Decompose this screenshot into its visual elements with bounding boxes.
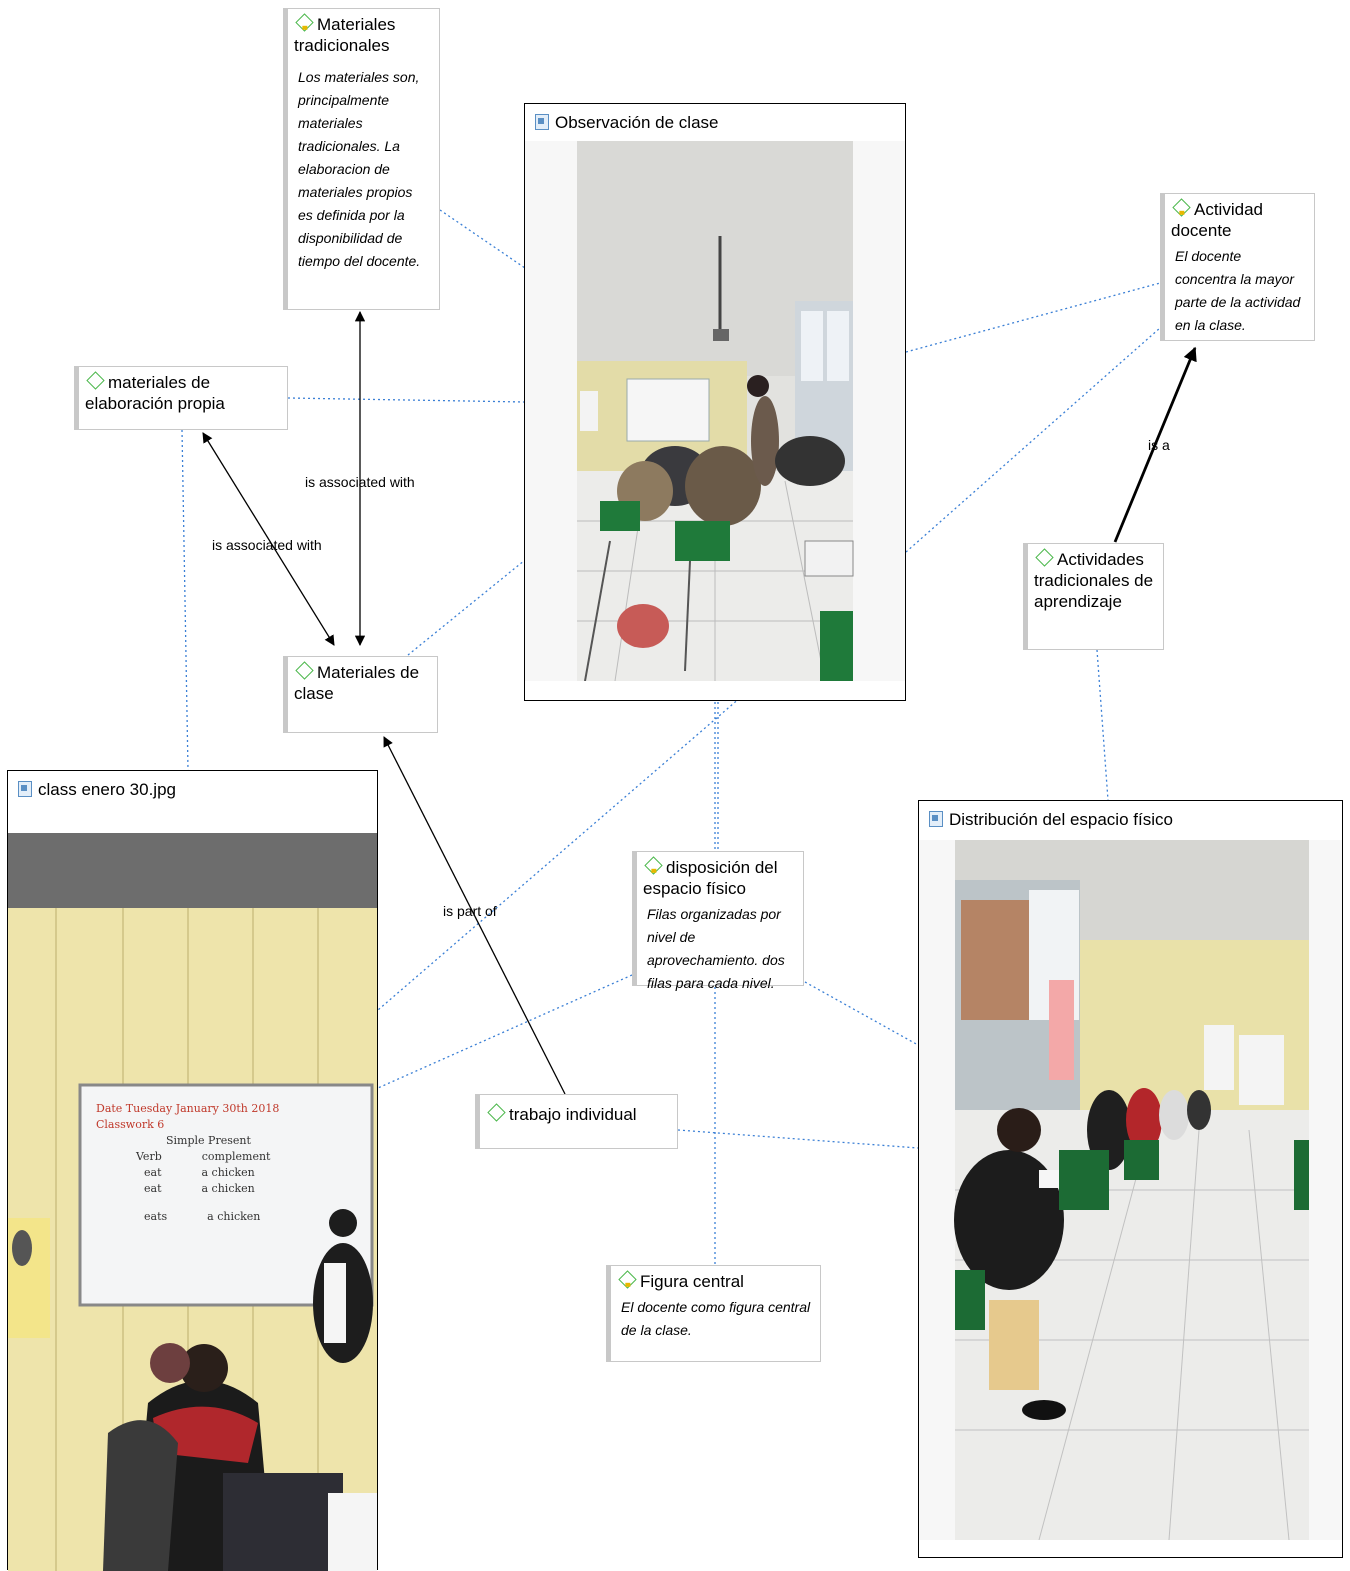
- code-materiales-de-clase[interactable]: Materiales de clase: [283, 656, 438, 733]
- code-with-memo-icon: [644, 856, 663, 875]
- arrow-trabajo-clase: [383, 736, 566, 1095]
- whiteboard-heading: Simple Present: [166, 1134, 251, 1147]
- code-memo: El docente concentra la mayor parte de l…: [1175, 248, 1301, 333]
- link-disp-class: [377, 974, 633, 1089]
- code-icon: [86, 371, 105, 390]
- code-actividad-docente[interactable]: Actividad docente El docente concentra l…: [1160, 193, 1315, 341]
- whiteboard-photo: Date Tuesday January 30th 2018 Classwork…: [8, 833, 377, 1571]
- classroom-rows-photo: [919, 840, 1342, 1540]
- code-materiales-elaboracion-propia[interactable]: materiales de elaboración propia: [74, 366, 288, 430]
- relation-label-is-a: is a: [1148, 437, 1170, 453]
- code-actividades-tradicionales[interactable]: Actividades tradicionales de aprendizaje: [1023, 543, 1164, 650]
- code-icon: [1035, 548, 1054, 567]
- classroom-photo: [525, 141, 905, 681]
- whiteboard-complement: a chicken: [201, 1166, 255, 1179]
- whiteboard-text: Date Tuesday January 30th 2018 Classwork…: [96, 1101, 366, 1225]
- code-with-memo-icon: [295, 13, 314, 32]
- code-title: Figura central: [640, 1272, 744, 1291]
- code-title: Actividades tradicionales de aprendizaje: [1034, 550, 1154, 611]
- whiteboard-complement: a chicken: [207, 1210, 261, 1223]
- relation-label-assoc-2: is associated with: [212, 537, 322, 553]
- link-obs-actdoc-2: [905, 327, 1161, 553]
- link-elab-class: [181, 429, 189, 771]
- code-title: Actividad docente: [1171, 200, 1263, 240]
- code-with-memo-icon: [1172, 198, 1191, 217]
- code-memo: Los materiales son, principalmente mater…: [298, 69, 421, 269]
- code-icon: [295, 661, 314, 680]
- whiteboard-complement: a chicken: [201, 1182, 255, 1195]
- link-disp-dist: [804, 981, 919, 1046]
- image-document-icon: [535, 114, 549, 130]
- whiteboard-col-complement: complement: [201, 1150, 271, 1163]
- arrow-acttrad-actdoc: [1113, 346, 1197, 543]
- code-title: Materiales tradicionales: [294, 15, 396, 55]
- image-document-icon: [18, 781, 32, 797]
- document-title: class enero 30.jpg: [38, 780, 176, 799]
- whiteboard-classwork: Classwork 6: [96, 1118, 165, 1131]
- link-obs-class: [377, 671, 771, 1011]
- link-trad-obs: [439, 209, 526, 269]
- code-memo: Filas organizadas por nivel de aprovecha…: [647, 906, 785, 991]
- code-title: disposición del espacio físico: [643, 858, 778, 898]
- code-title: trabajo individual: [509, 1105, 637, 1124]
- relation-label-is-part-of: is part of: [443, 903, 497, 919]
- image-document-icon: [929, 811, 943, 827]
- code-figura-central[interactable]: Figura central El docente como figura ce…: [606, 1265, 821, 1362]
- document-title: Distribución del espacio físico: [949, 810, 1173, 829]
- document-distribucion[interactable]: Distribución del espacio físico: [918, 800, 1343, 1558]
- document-class-enero[interactable]: class enero 30.jpg Date Tuesda: [7, 770, 378, 1571]
- link-elab-obs: [287, 397, 526, 403]
- code-materiales-tradicionales[interactable]: Materiales tradicionales Los materiales …: [283, 8, 440, 310]
- document-title: Observación de clase: [555, 113, 719, 132]
- document-observacion[interactable]: Observación de clase: [524, 103, 906, 701]
- link-obs-actdoc-1: [905, 282, 1161, 353]
- code-with-memo-icon: [618, 1270, 637, 1289]
- code-trabajo-individual[interactable]: trabajo individual: [475, 1094, 678, 1149]
- link-acttrad-dist: [1096, 649, 1109, 801]
- whiteboard-col-verb: Verb: [136, 1150, 162, 1163]
- whiteboard-row: eat: [144, 1182, 162, 1195]
- whiteboard-row: eat: [144, 1166, 162, 1179]
- whiteboard-row: eats: [144, 1210, 168, 1223]
- whiteboard-date: Date Tuesday January 30th 2018: [96, 1102, 280, 1115]
- code-memo: El docente como figura central de la cla…: [621, 1299, 811, 1338]
- link-clase-obs: [407, 559, 526, 656]
- arrow-elab-clase: [202, 432, 335, 646]
- relation-label-assoc-1: is associated with: [305, 474, 415, 490]
- code-icon: [487, 1103, 506, 1122]
- link-trabajo-dist: [677, 1129, 919, 1149]
- code-title: Materiales de clase: [294, 663, 420, 703]
- code-title: materiales de elaboración propia: [85, 373, 225, 413]
- code-disposicion-espacio-fisico[interactable]: disposición del espacio físico Filas org…: [632, 851, 804, 991]
